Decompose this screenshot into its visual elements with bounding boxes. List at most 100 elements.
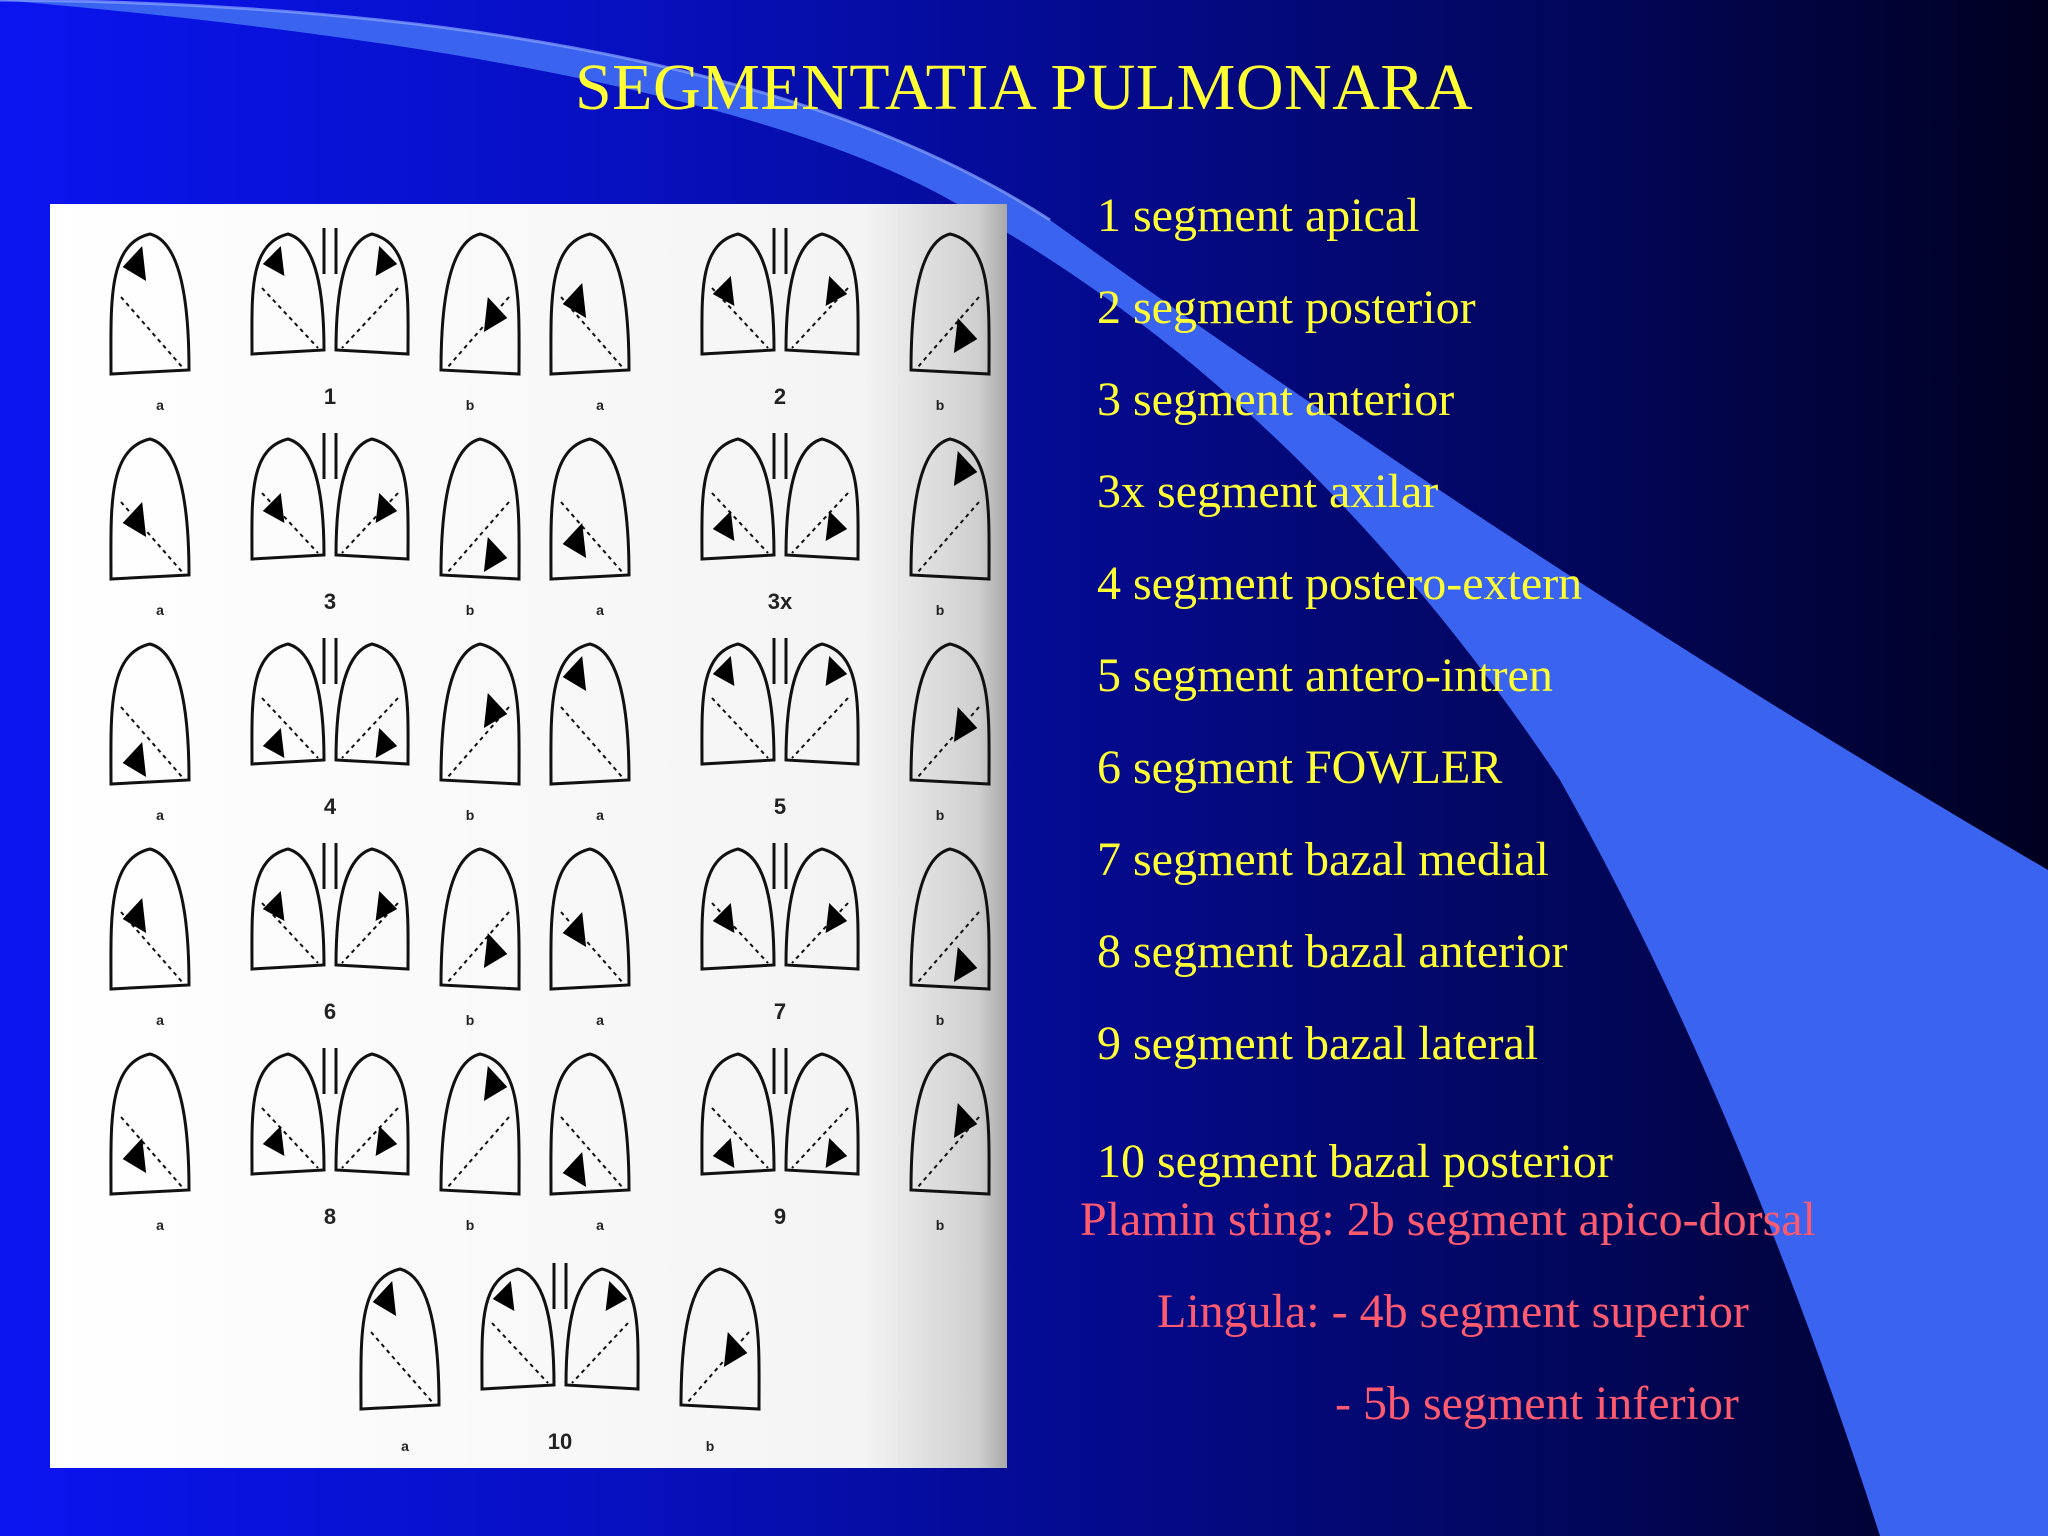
- highlighted-segment: [953, 1103, 978, 1138]
- lung-outline: [439, 232, 521, 376]
- lung-outline: [334, 642, 410, 766]
- fissure-line: [261, 902, 319, 964]
- highlighted-segment: [122, 898, 147, 933]
- panel-number: 5: [774, 794, 786, 819]
- lung-outline: [480, 1267, 556, 1391]
- slide-title: SEGMENTATIA PULMONARA: [574, 51, 1474, 124]
- lung-outline: [679, 1267, 761, 1411]
- highlighted-segment: [375, 891, 398, 921]
- fissure-line: [791, 492, 849, 554]
- fissure-line: [711, 902, 769, 964]
- trachea: [552, 1263, 568, 1309]
- highlighted-segment: [483, 297, 508, 332]
- highlighted-segment: [492, 1281, 515, 1311]
- trachea: [322, 843, 338, 889]
- lingula-note-line2: - 5b segment inferior: [1335, 1377, 1739, 1430]
- panel-side-a: a: [401, 1438, 409, 1454]
- panel-side-b: b: [466, 807, 475, 823]
- panel-side-b: b: [466, 1217, 475, 1233]
- lung-outline: [250, 437, 326, 561]
- fissure-line: [791, 697, 849, 759]
- fissure-line: [791, 1107, 849, 1169]
- segment-item: 3x segment axilar: [1097, 465, 1439, 518]
- trachea: [322, 1048, 338, 1094]
- panel-number: 6: [324, 999, 336, 1024]
- highlighted-segment: [375, 1126, 398, 1156]
- highlighted-segment: [483, 693, 508, 728]
- fissure-line: [711, 697, 769, 759]
- segment-item: 2 segment posterior: [1097, 281, 1476, 334]
- segment-item: 6 segment FOWLER: [1097, 741, 1503, 794]
- segment-item: 8 segment bazal anterior: [1097, 925, 1568, 978]
- highlighted-segment: [562, 523, 587, 558]
- fissure-line: [916, 501, 980, 574]
- panel-side-b: b: [936, 1217, 945, 1233]
- lung-outline: [109, 847, 191, 991]
- highlighted-segment: [712, 511, 735, 541]
- highlighted-segment: [562, 283, 587, 318]
- panel-side-a: a: [156, 807, 164, 823]
- lung-outline: [700, 437, 776, 561]
- lung-outline: [109, 642, 191, 786]
- panel-side-b: b: [466, 397, 475, 413]
- highlighted-segment: [953, 318, 978, 353]
- fissure-line: [341, 1107, 399, 1169]
- highlighted-segment: [953, 451, 978, 486]
- fissure-line: [370, 1331, 434, 1404]
- panel-side-a: a: [596, 602, 604, 618]
- highlighted-segment: [483, 537, 508, 572]
- trachea: [322, 228, 338, 274]
- highlighted-segment: [375, 728, 398, 758]
- highlighted-segment: [262, 246, 285, 276]
- trachea: [322, 433, 338, 479]
- panel-number: 10: [548, 1429, 572, 1454]
- highlighted-segment: [122, 742, 147, 777]
- highlighted-segment: [262, 891, 285, 921]
- highlighted-segment: [953, 707, 978, 742]
- fissure-line: [120, 501, 184, 574]
- segment-item: 3 segment anterior: [1097, 373, 1455, 426]
- highlighted-segment: [483, 1066, 508, 1101]
- fissure-line: [491, 1322, 549, 1384]
- lingula-note-line1: Lingula: - 4b segment superior: [1157, 1285, 1749, 1338]
- segment-item: 10 segment bazal posterior: [1097, 1135, 1613, 1188]
- panel-side-a: a: [596, 807, 604, 823]
- lung-outline: [909, 232, 991, 376]
- lung-outline: [334, 437, 410, 561]
- panel-side-b: b: [466, 602, 475, 618]
- lung-outline: [909, 847, 991, 991]
- panel-number: 3: [324, 589, 336, 614]
- segment-item: 5 segment antero-intren: [1097, 649, 1553, 702]
- panel-side-a: a: [156, 602, 164, 618]
- highlighted-segment: [262, 493, 285, 523]
- highlighted-segment: [562, 912, 587, 947]
- lung-outline: [549, 847, 631, 991]
- lung-outline: [549, 1052, 631, 1196]
- fissure-line: [446, 296, 510, 369]
- fissure-line: [446, 1116, 510, 1189]
- highlighted-segment: [723, 1332, 748, 1367]
- fissure-line: [711, 1107, 769, 1169]
- highlighted-segment: [712, 903, 735, 933]
- lung-outline: [439, 437, 521, 581]
- highlighted-segment: [825, 656, 848, 686]
- panel-number: 9: [774, 1204, 786, 1229]
- lung-outline: [549, 437, 631, 581]
- lung-outline: [109, 1052, 191, 1196]
- lung-outline: [439, 847, 521, 991]
- fissure-line: [341, 492, 399, 554]
- segment-item: 7 segment bazal medial: [1097, 833, 1549, 886]
- fissure-line: [261, 492, 319, 554]
- lung-outline: [250, 847, 326, 971]
- lung-outline: [359, 1267, 441, 1411]
- lung-outline: [909, 642, 991, 786]
- trachea: [772, 1048, 788, 1094]
